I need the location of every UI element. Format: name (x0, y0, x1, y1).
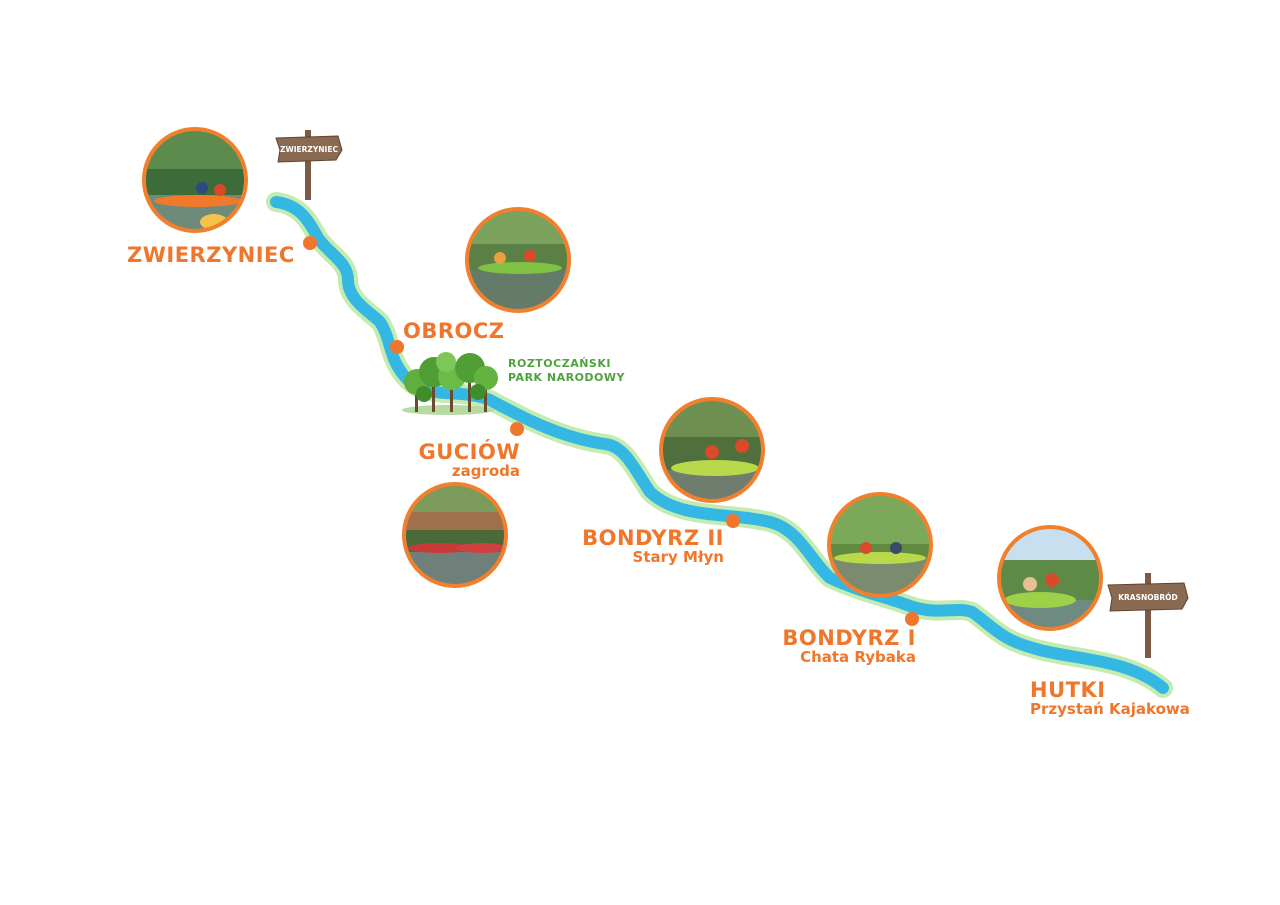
stop-name: HUTKI (1030, 678, 1106, 702)
stop-subtitle: Chata Rybaka (800, 648, 916, 666)
kayak-photo-3 (659, 397, 765, 503)
stop-label-zwierzyniec[interactable]: ZWIERZYNIEC (127, 243, 295, 267)
kayak-photo-1 (142, 127, 248, 233)
park-label-line1: ROZTOCZAŃSKI (508, 357, 611, 370)
stop-label-guciow[interactable]: GUCIÓW zagroda (380, 442, 520, 479)
stop-marker-obrocz[interactable] (390, 340, 404, 354)
stop-marker-zwierzyniec[interactable] (303, 236, 317, 250)
stop-subtitle: zagroda (451, 462, 520, 480)
kayak-photo-6 (997, 525, 1103, 631)
stop-marker-guciow[interactable] (510, 422, 524, 436)
stop-label-hutki[interactable]: HUTKI Przystań Kajakowa (1030, 680, 1190, 717)
stop-name: GUCIÓW (418, 440, 520, 464)
stop-name: BONDYRZ II (582, 526, 724, 550)
stop-marker-bondyrz-ii[interactable] (726, 514, 740, 528)
kayak-photo-4 (402, 482, 508, 588)
park-label: ROZTOCZAŃSKI PARK NARODOWY (508, 357, 625, 385)
stop-subtitle: Stary Młyn (632, 548, 724, 566)
stop-subtitle: Przystań Kajakowa (1030, 700, 1190, 718)
river (266, 192, 1173, 698)
stop-marker-bondyrz-i[interactable] (905, 612, 919, 626)
signpost-end-label: KRASNOBRÓD (1118, 593, 1178, 602)
stop-name: BONDYRZ I (782, 626, 916, 650)
stop-label-bondyrz-ii[interactable]: BONDYRZ II Stary Młyn (560, 528, 724, 565)
kayak-photo-2 (465, 207, 571, 313)
stop-label-obrocz[interactable]: OBROCZ (403, 319, 505, 343)
signpost-end: KRASNOBRÓD (1107, 573, 1189, 658)
park-label-line2: PARK NARODOWY (508, 371, 626, 384)
signpost-start: ZWIERZYNIEC (275, 130, 343, 200)
stop-label-bondyrz-i[interactable]: BONDYRZ I Chata Rybaka (770, 628, 916, 665)
kayak-photo-5 (827, 492, 933, 598)
signpost-start-label: ZWIERZYNIEC (280, 145, 338, 154)
tree-cluster-icon (402, 352, 498, 415)
